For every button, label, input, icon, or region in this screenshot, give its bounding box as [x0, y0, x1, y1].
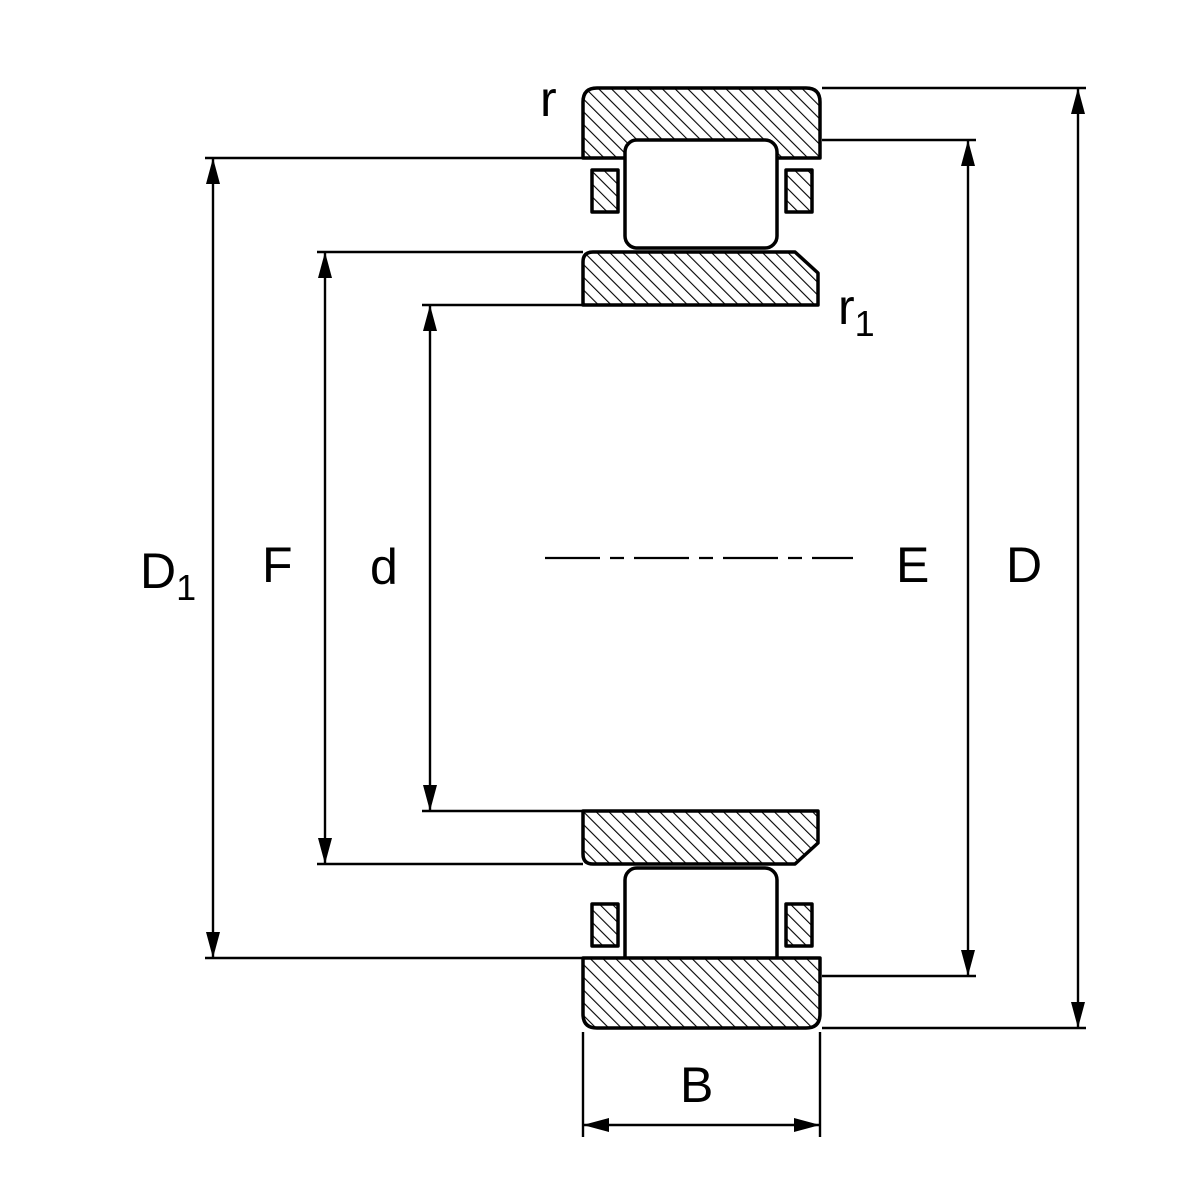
label-F: F [262, 537, 293, 593]
e-arrow-down [961, 950, 975, 976]
label-D1: D1 [140, 543, 196, 608]
roller-top [623, 138, 779, 250]
d1-arrow-up [206, 158, 220, 184]
b-arrow-left [583, 1118, 609, 1132]
d-arrow-up [423, 305, 437, 331]
label-B: B [680, 1057, 713, 1113]
d-arrow-down [423, 785, 437, 811]
inner-ring-top-section [581, 250, 820, 307]
f-arrow-up [318, 252, 332, 278]
cage-bottom-right-section [784, 902, 814, 948]
d-outer-arrow-down [1071, 1002, 1085, 1028]
label-E: E [896, 537, 929, 593]
cage-top-right-section [784, 168, 814, 214]
label-r1: r1 [838, 279, 875, 344]
inner-ring-bottom-section [581, 809, 820, 866]
outer-ring-bottom-section [581, 956, 822, 1030]
label-d: d [370, 539, 398, 595]
b-arrow-right [794, 1118, 820, 1132]
label-D: D [1006, 537, 1042, 593]
cage-top-left-section [590, 168, 620, 214]
d-outer-arrow-up [1071, 88, 1085, 114]
label-r: r [540, 71, 557, 127]
f-arrow-down [318, 838, 332, 864]
cage-bottom-left-section [590, 902, 620, 948]
d1-arrow-down [206, 932, 220, 958]
e-arrow-up [961, 140, 975, 166]
